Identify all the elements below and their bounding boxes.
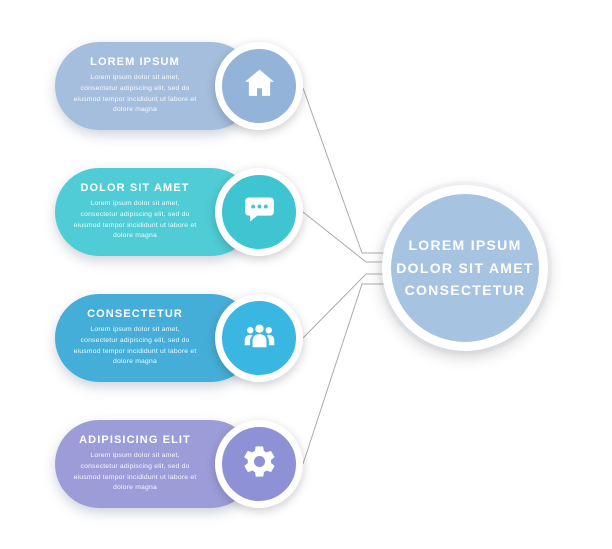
home-icon bbox=[241, 65, 278, 107]
connector-line-4 bbox=[302, 283, 388, 465]
center-title-line-2: DOLOR SIT AMET bbox=[396, 259, 534, 276]
card-icon-badge bbox=[215, 294, 303, 382]
card-lorem-ipsum: LOREM IPSUM Lorem ipsum dolor sit amet, … bbox=[55, 42, 303, 130]
connector-line-2 bbox=[302, 211, 388, 263]
card-title: DOLOR SIT AMET bbox=[80, 181, 190, 194]
people-icon bbox=[241, 317, 278, 359]
chat-icon bbox=[241, 191, 278, 233]
card-dolor-sit-amet: DOLOR SIT AMET Lorem ipsum dolor sit ame… bbox=[55, 168, 303, 256]
connector-line-1 bbox=[302, 87, 388, 254]
card-title: LOREM IPSUM bbox=[90, 55, 180, 68]
card-icon-badge bbox=[215, 420, 303, 508]
center-title-line-3: CONSECTETUR bbox=[404, 282, 526, 299]
card-title: ADIPISICING ELIT bbox=[79, 433, 191, 446]
card-icon-badge bbox=[215, 168, 303, 256]
card-body: Lorem ipsum dolor sit amet, consectetur … bbox=[73, 73, 197, 114]
card-icon-badge bbox=[215, 42, 303, 130]
card-consectetur: CONSECTETUR Lorem ipsum dolor sit amet, … bbox=[55, 294, 303, 382]
card-pill: CONSECTETUR Lorem ipsum dolor sit amet, … bbox=[55, 294, 255, 382]
connector-line-3 bbox=[302, 273, 388, 339]
center-circle: LOREM IPSUM DOLOR SIT AMET CONSECTETUR bbox=[382, 185, 548, 351]
gear-icon bbox=[241, 443, 278, 485]
card-adipisicing-elit: ADIPISICING ELIT Lorem ipsum dolor sit a… bbox=[55, 420, 303, 508]
card-body: Lorem ipsum dolor sit amet, consectetur … bbox=[73, 451, 197, 492]
card-body: Lorem ipsum dolor sit amet, consectetur … bbox=[73, 199, 197, 240]
center-title-line-1: LOREM IPSUM bbox=[408, 237, 522, 254]
card-title: CONSECTETUR bbox=[87, 307, 183, 320]
card-body: Lorem ipsum dolor sit amet, consectetur … bbox=[73, 325, 197, 366]
